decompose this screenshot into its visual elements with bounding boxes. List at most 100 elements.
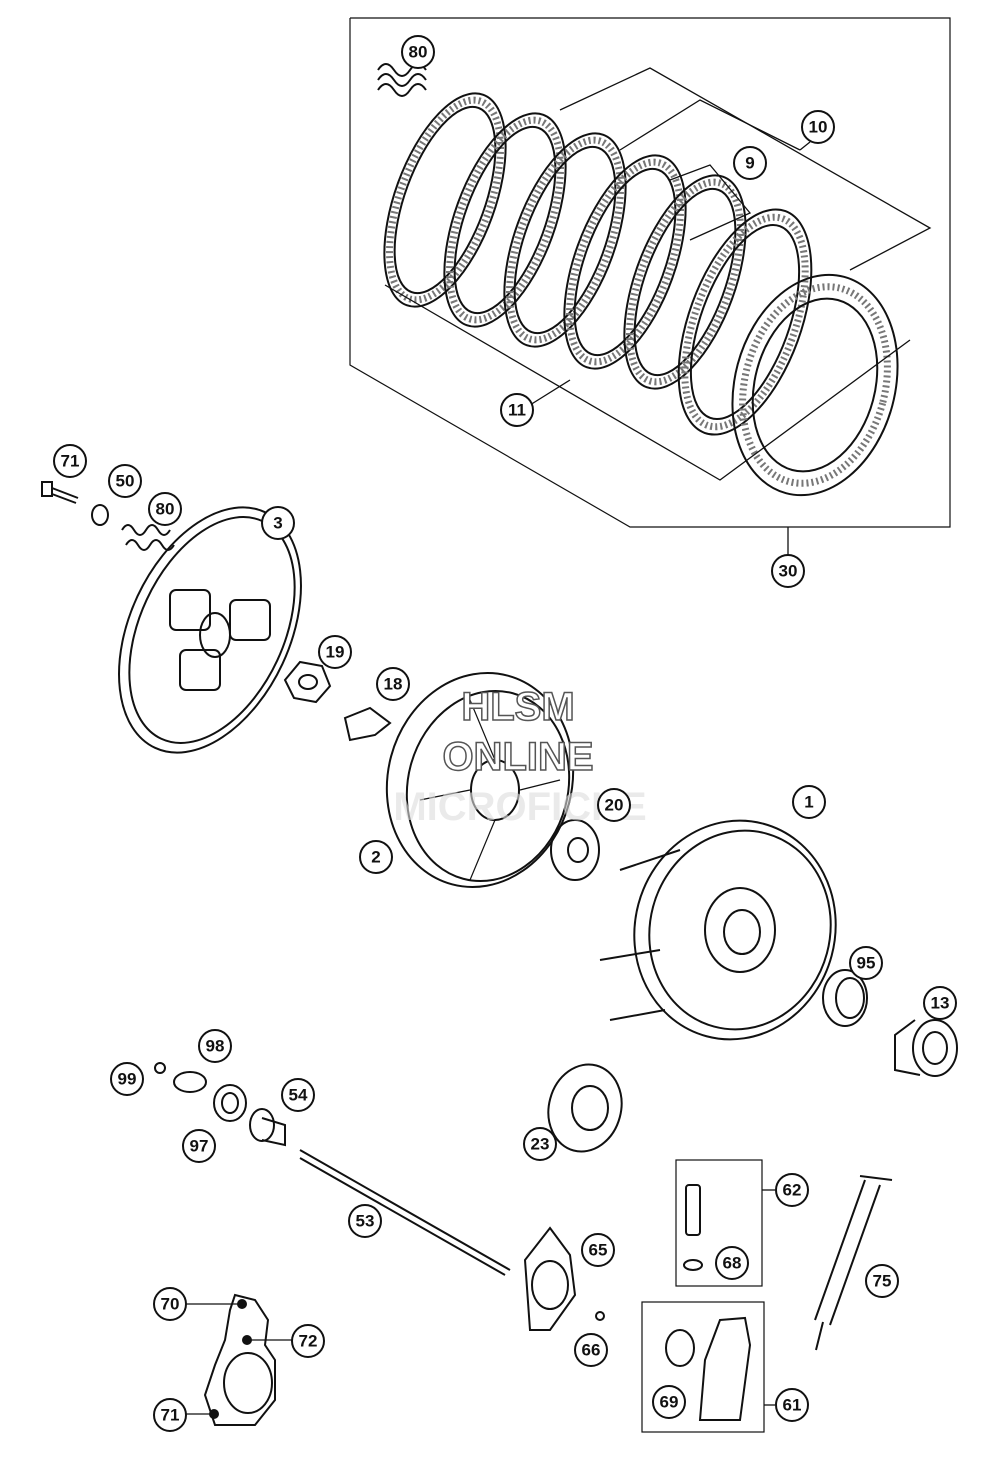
svg-text:20: 20	[605, 796, 624, 815]
watermark-line1: HLSM	[461, 685, 574, 729]
bolt-point-72	[242, 1335, 252, 1345]
svg-text:65: 65	[589, 1241, 608, 1260]
part-callouts: 80 10 9 11 30 71 50 80 3 19 18 2 20 1 95…	[53, 35, 957, 1432]
circlip-99	[154, 1062, 166, 1074]
callout-23[interactable]: 23	[523, 1127, 557, 1161]
callout-97[interactable]: 97	[182, 1129, 216, 1163]
callout-65[interactable]: 65	[581, 1233, 615, 1267]
callout-10[interactable]: 10	[801, 110, 835, 144]
gear-23	[547, 1063, 623, 1153]
washer-98	[173, 1071, 207, 1093]
svg-text:2: 2	[371, 848, 380, 867]
svg-text:70: 70	[161, 1295, 180, 1314]
callout-9[interactable]: 9	[733, 146, 767, 180]
callout-72[interactable]: 72	[291, 1324, 325, 1358]
clutch-disc-stack	[383, 92, 899, 497]
callout-80-left[interactable]: 80	[148, 492, 182, 526]
dowel-66	[595, 1311, 605, 1321]
inner-clutch-hub	[385, 671, 575, 889]
callout-54[interactable]: 54	[281, 1078, 315, 1112]
callout-1[interactable]: 1	[792, 785, 826, 819]
nut-19	[283, 660, 332, 704]
bracket-leaders	[186, 1303, 292, 1415]
svg-text:1: 1	[804, 793, 813, 812]
svg-text:23: 23	[531, 1135, 550, 1154]
lock-washer-18	[343, 706, 392, 742]
thrust-washer-20	[550, 819, 600, 881]
callout-53[interactable]: 53	[348, 1204, 382, 1238]
push-rod-53	[299, 1149, 511, 1276]
callout-68[interactable]: 68	[715, 1246, 749, 1280]
bushing-13	[894, 1019, 958, 1077]
callout-98[interactable]: 98	[198, 1029, 232, 1063]
svg-text:61: 61	[783, 1396, 802, 1415]
bolt-71-top	[41, 481, 79, 504]
needle-bearing-95	[822, 969, 868, 1027]
callout-18[interactable]: 18	[376, 667, 410, 701]
svg-text:13: 13	[931, 994, 950, 1013]
callout-71-top[interactable]: 71	[53, 444, 87, 478]
slave-bracket	[203, 1293, 276, 1426]
svg-text:75: 75	[873, 1272, 892, 1291]
callout-69[interactable]: 69	[652, 1385, 686, 1419]
svg-text:3: 3	[273, 514, 282, 533]
callout-61[interactable]: 61	[775, 1388, 809, 1422]
svg-text:97: 97	[190, 1137, 209, 1156]
pressure-piece-54	[249, 1108, 286, 1147]
callout-66[interactable]: 66	[574, 1333, 608, 1367]
watermark: HLSM ONLINE MICROFICHE	[393, 684, 646, 829]
callout-3[interactable]: 3	[261, 506, 295, 540]
svg-text:18: 18	[384, 675, 403, 694]
pressure-plate	[118, 506, 302, 754]
spring-80-left	[121, 524, 175, 551]
callout-19[interactable]: 19	[318, 635, 352, 669]
svg-text:50: 50	[116, 472, 135, 491]
bleeder-syringe-75	[814, 1175, 893, 1351]
svg-text:72: 72	[299, 1332, 318, 1351]
callout-62[interactable]: 62	[775, 1173, 809, 1207]
svg-text:10: 10	[809, 118, 828, 137]
svg-text:19: 19	[326, 643, 345, 662]
callout-95[interactable]: 95	[849, 946, 883, 980]
callout-20[interactable]: 20	[597, 788, 631, 822]
svg-text:54: 54	[289, 1086, 308, 1105]
gasket-65	[523, 1226, 577, 1331]
callout-2[interactable]: 2	[359, 840, 393, 874]
svg-text:99: 99	[118, 1070, 137, 1089]
callout-11[interactable]: 11	[500, 393, 534, 427]
callout-13[interactable]: 13	[923, 986, 957, 1020]
callout-50[interactable]: 50	[108, 464, 142, 498]
svg-text:9: 9	[745, 154, 754, 173]
svg-text:80: 80	[156, 500, 175, 519]
svg-text:53: 53	[356, 1212, 375, 1231]
bolt-point-71	[209, 1409, 219, 1419]
watermark-line2: ONLINE	[442, 735, 593, 779]
svg-text:71: 71	[161, 1406, 180, 1425]
slave-cylinder	[665, 1316, 752, 1421]
washer-50	[91, 504, 109, 526]
callout-80-top[interactable]: 80	[401, 35, 435, 69]
callout-30[interactable]: 30	[771, 554, 805, 588]
svg-text:66: 66	[582, 1341, 601, 1360]
callout-99[interactable]: 99	[110, 1062, 144, 1096]
svg-text:71: 71	[61, 452, 80, 471]
bleeder-kit-frame	[675, 1159, 775, 1287]
svg-text:68: 68	[723, 1254, 742, 1273]
svg-text:11: 11	[508, 401, 526, 420]
svg-text:95: 95	[857, 954, 876, 973]
bleeder-screw	[683, 1184, 703, 1271]
svg-text:62: 62	[783, 1181, 802, 1200]
svg-text:80: 80	[409, 43, 428, 62]
callout-75[interactable]: 75	[865, 1264, 899, 1298]
clutch-kit-frame	[349, 17, 951, 528]
kit-leader-lines	[384, 67, 932, 555]
bearing-97	[213, 1084, 247, 1122]
slave-cylinder-frame	[641, 1301, 775, 1433]
callout-70[interactable]: 70	[153, 1287, 187, 1321]
outer-clutch-basket	[599, 819, 837, 1041]
svg-text:69: 69	[660, 1393, 679, 1412]
callout-71-bottom[interactable]: 71	[153, 1398, 187, 1432]
bolt-point-70	[237, 1299, 247, 1309]
svg-text:98: 98	[206, 1037, 225, 1056]
